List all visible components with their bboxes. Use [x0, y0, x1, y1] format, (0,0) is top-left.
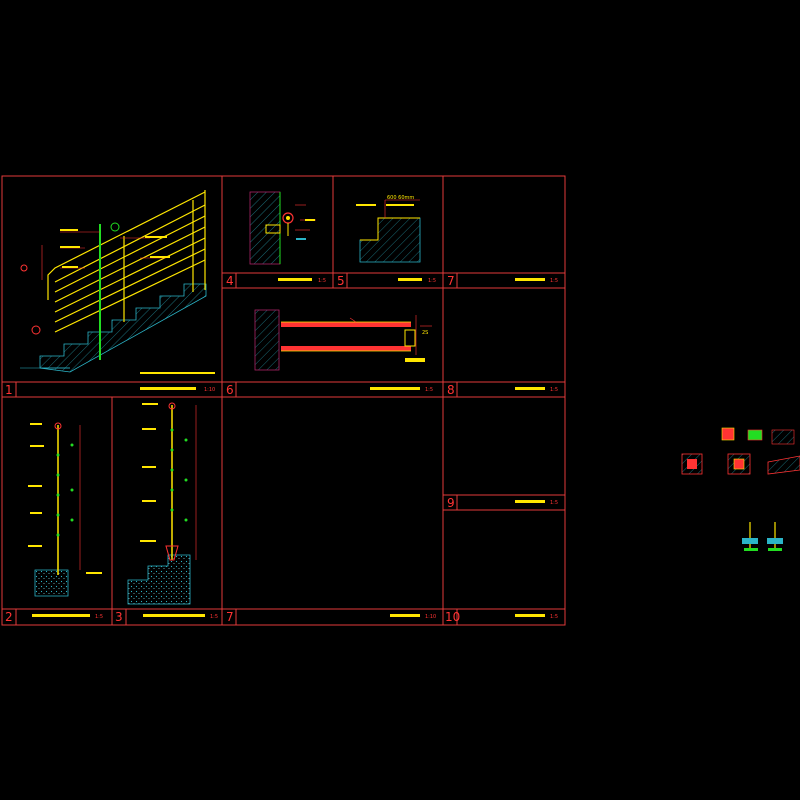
end-cap: [404, 329, 416, 347]
rail-bar: [281, 346, 411, 351]
handrail-bars: [47, 190, 206, 333]
stair-railing-elevation: [20, 190, 215, 374]
post-marker: [110, 222, 120, 232]
rail-bar: [281, 322, 411, 327]
panel-number: 8: [447, 383, 455, 397]
annotation-tags: [140, 403, 158, 542]
title-frame: [1, 175, 566, 626]
wall-section: [254, 309, 280, 371]
callout-bubble: [20, 264, 28, 272]
panel-scale: 1:5: [210, 614, 218, 620]
panel-caption: [398, 278, 422, 281]
bracket: [265, 224, 281, 234]
panel-scale: 1:5: [318, 278, 326, 284]
wall-bracket-detail: [249, 191, 316, 265]
panel-scale: 1:5: [550, 614, 558, 620]
step-nosing-detail: 600 60mm: [356, 195, 421, 263]
panel-caption: [515, 278, 545, 281]
panel-number: 1: [5, 383, 13, 397]
rail-section: [168, 402, 176, 410]
panel-labels: 1 1:10 4 1:5 5 1:5 7 1:5 6 1:5 8 1:5 2 1…: [5, 274, 558, 624]
panel-caption: [515, 500, 545, 503]
panel-scale: 1:5: [550, 387, 558, 393]
panel-scale: 1:5: [428, 278, 436, 284]
wall-section: [249, 191, 281, 265]
annotation-tags: [60, 229, 170, 268]
panel-scale: 1:10: [425, 614, 436, 620]
panel-number: 9: [447, 496, 455, 510]
rail-section: [54, 422, 62, 430]
post-elevation-a: [28, 422, 102, 597]
panel-caption: [32, 614, 90, 617]
panel-caption: [143, 614, 205, 617]
panel-caption: [278, 278, 312, 281]
panel-caption: [515, 614, 545, 617]
panel-caption: [390, 614, 420, 617]
floor-slab: [34, 569, 69, 597]
panel-number: 7: [226, 610, 234, 624]
panel-number: 5: [337, 274, 345, 288]
section-note: 2S: [422, 330, 428, 336]
panel-caption: [140, 387, 196, 390]
bar-sections: [170, 428, 188, 522]
panel-number: 3: [115, 610, 123, 624]
panel-number: 2: [5, 610, 13, 624]
post-elevation-b: [127, 402, 197, 605]
bar-sections: [56, 443, 74, 537]
panel-number: 6: [226, 383, 234, 397]
panel-caption: [515, 387, 545, 390]
panel-scale: 1:5: [550, 278, 558, 284]
detail-cluster: [681, 427, 800, 551]
stair-body: [39, 283, 207, 373]
wall-handrail-section: 2S: [254, 309, 432, 371]
panel-number: 10: [445, 610, 460, 624]
panel-number: 4: [226, 274, 234, 288]
panel-number: 7: [447, 274, 455, 288]
panel-scale: 1:5: [550, 500, 558, 506]
panel-scale: 1:5: [425, 387, 433, 393]
panel-scale: 1:10: [204, 387, 215, 393]
stair-section: [127, 554, 191, 605]
callout-bubble: [31, 325, 41, 335]
annotation-tags: [28, 423, 102, 574]
nosing-note: 600 60mm: [387, 195, 414, 201]
drawing-note: [140, 372, 215, 374]
panel-scale: 1:5: [95, 614, 103, 620]
panel-caption: [370, 387, 420, 390]
